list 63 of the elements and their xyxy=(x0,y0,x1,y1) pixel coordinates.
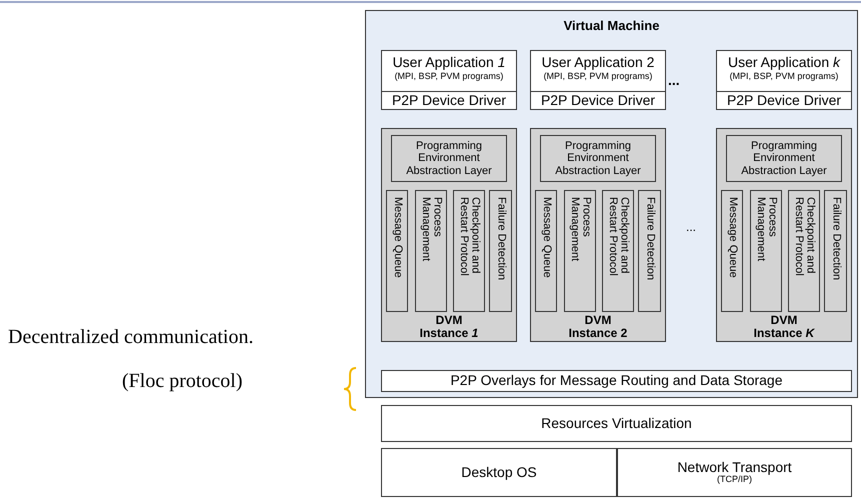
driver-label: P2P Device Driver xyxy=(382,91,516,109)
module-label: Checkpoint and Restart Protocol xyxy=(457,197,481,278)
instance-label: DVM Instance K xyxy=(752,314,816,340)
box-subtitle: (MPI, BSP, PVM programs) xyxy=(394,72,504,82)
layer-label: Resources Virtualization xyxy=(541,416,692,432)
virtual-machine-panel xyxy=(365,10,858,398)
layer-label: Programming Environment Abstraction Layer xyxy=(554,140,642,177)
module-box xyxy=(564,190,596,312)
dvm-instance-box xyxy=(381,128,517,342)
driver-label: P2P Device Driver xyxy=(531,91,665,109)
dvm-instance-box xyxy=(530,128,666,342)
application-box xyxy=(716,50,852,110)
layer-box xyxy=(540,135,656,182)
box-title: User Application 2 xyxy=(542,55,654,70)
application-box xyxy=(530,50,666,110)
box-title: User Application 1 xyxy=(392,55,506,70)
module-label: Message Queue xyxy=(726,197,738,280)
side-note: (Floc protocol) xyxy=(122,370,243,393)
layer-box xyxy=(381,448,617,497)
module-label: Process Management xyxy=(568,197,592,264)
module-label: Checkpoint and Restart Protocol xyxy=(792,197,816,278)
layer-box xyxy=(726,135,842,182)
module-box xyxy=(386,190,408,312)
module-box xyxy=(415,190,447,312)
module-box xyxy=(824,190,847,312)
layer-box xyxy=(381,405,852,442)
layer-box xyxy=(391,135,507,182)
module-label: Failure Detection xyxy=(830,197,842,282)
module-box xyxy=(788,190,820,312)
module-box xyxy=(453,190,485,312)
module-label: Failure Detection xyxy=(644,197,656,282)
module-label: Failure Detection xyxy=(494,197,506,282)
module-box xyxy=(535,190,557,312)
driver-label: P2P Device Driver xyxy=(717,91,851,109)
module-label: Message Queue xyxy=(391,197,403,280)
layer-label: Network Transport xyxy=(677,460,792,476)
module-box xyxy=(721,190,743,312)
ellipsis: ... xyxy=(686,220,696,234)
module-label: Process Management xyxy=(754,197,778,264)
module-box xyxy=(489,190,512,312)
dvm-instance-box xyxy=(716,128,852,342)
panel-title: Virtual Machine xyxy=(564,19,660,34)
module-box xyxy=(638,190,661,312)
box-subtitle: (MPI, BSP, PVM programs) xyxy=(730,72,838,82)
layer-box xyxy=(381,370,852,392)
layer-label: Desktop OS xyxy=(461,464,537,480)
instance-label: DVM Instance 2 xyxy=(568,314,628,340)
ellipsis: ... xyxy=(668,72,680,88)
layer-label: P2P Overlays for Message Routing and Data Storage xyxy=(450,373,783,389)
application-box xyxy=(381,50,517,110)
side-note: Decentralized communication. xyxy=(8,326,254,349)
module-label: Process Management xyxy=(419,197,443,264)
layer-subtitle: (TCP/IP) xyxy=(717,475,752,486)
box-title: User Application k xyxy=(728,55,840,70)
box-subtitle: (MPI, BSP, PVM programs) xyxy=(544,72,652,82)
instance-label: DVM Instance 1 xyxy=(418,314,480,340)
layer-label: Programming Environment Abstraction Layer xyxy=(740,140,828,177)
module-label: Checkpoint and Restart Protocol xyxy=(606,197,630,278)
layer-label: Programming Environment Abstraction Layer xyxy=(405,140,493,177)
module-label: Message Queue xyxy=(540,197,552,280)
module-box xyxy=(750,190,782,312)
module-box xyxy=(602,190,634,312)
layer-box xyxy=(617,448,852,497)
